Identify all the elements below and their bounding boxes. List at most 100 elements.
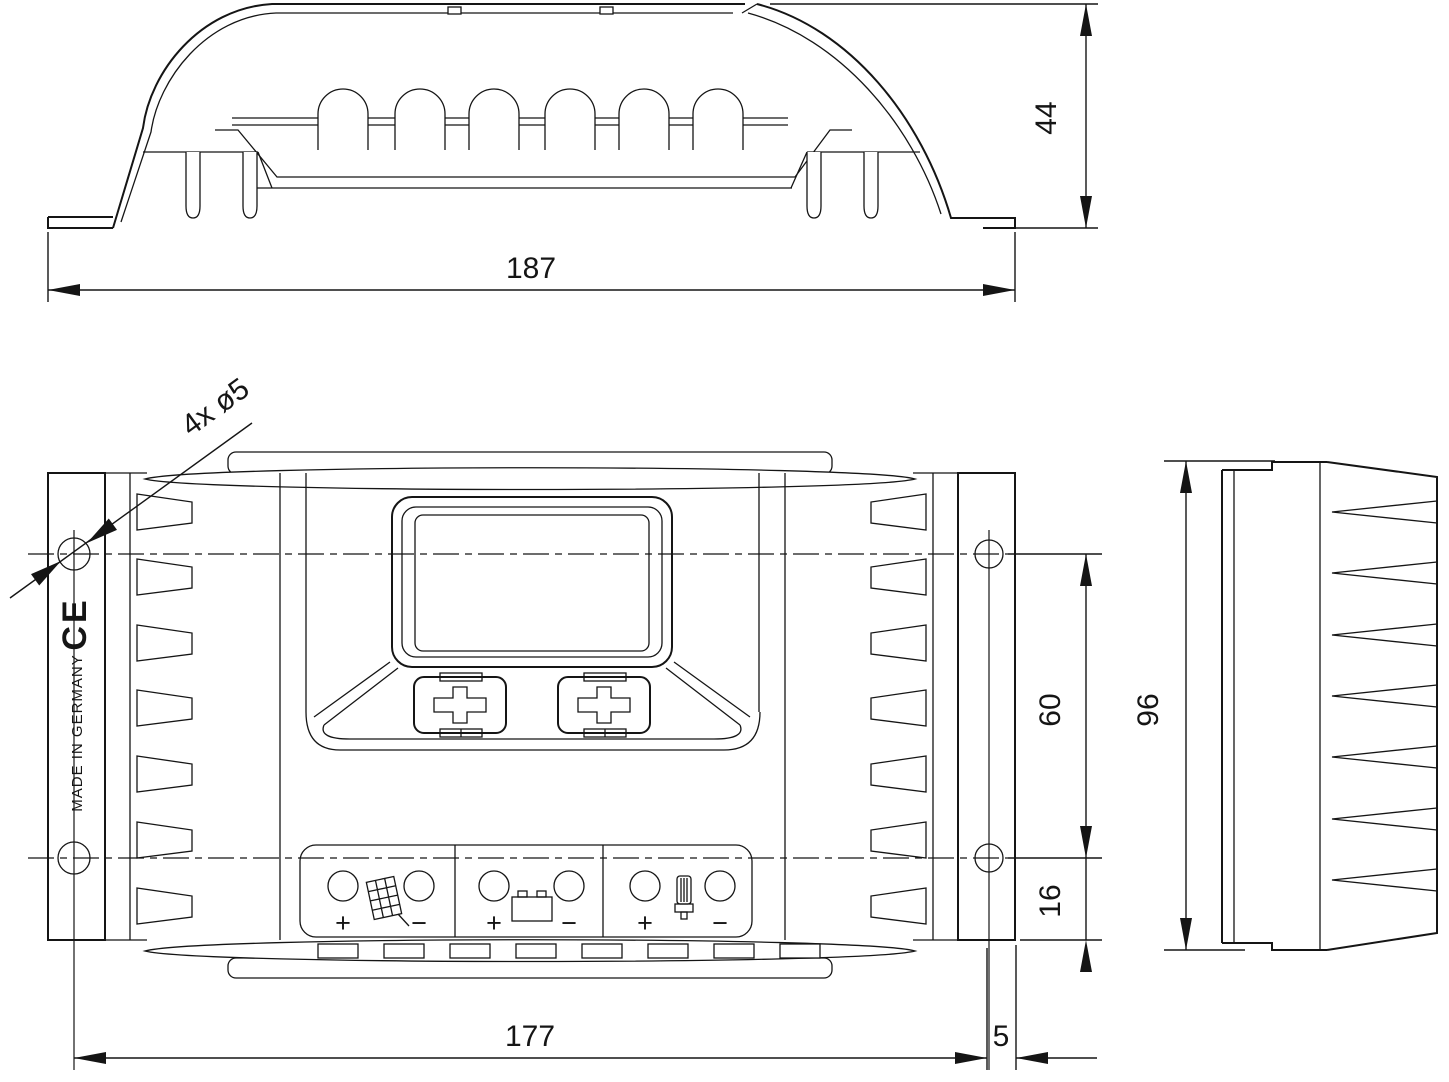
arrowhead	[955, 1052, 987, 1064]
rib-column-right	[870, 493, 927, 925]
dim-187-lines	[47, 232, 1016, 302]
fin	[1331, 623, 1438, 647]
button-body[interactable]	[413, 676, 507, 734]
battery-minus-label: −	[561, 908, 577, 938]
arrowhead	[1080, 554, 1092, 586]
fin	[1331, 500, 1438, 524]
arrowhead	[1080, 4, 1092, 36]
vent-slot	[863, 152, 879, 219]
dome-foot	[317, 943, 359, 959]
dome-foot	[647, 943, 689, 959]
arrowhead	[48, 284, 80, 296]
plus-key-icon	[577, 686, 631, 724]
left-foot	[47, 216, 113, 229]
fin	[1331, 868, 1438, 892]
button-tab-top	[583, 672, 627, 682]
hole-callout-label: 4x ø5	[175, 372, 255, 443]
vent-slot	[242, 152, 258, 219]
outline-left-outer	[112, 3, 745, 229]
arrowhead	[983, 284, 1015, 296]
terminal-section-dividers	[454, 845, 604, 937]
side-plate-inner-lines	[1233, 462, 1321, 950]
rib	[136, 689, 193, 727]
ce-mark: CE	[56, 597, 94, 650]
dim-177-5: 177 5	[74, 945, 1097, 1070]
rib	[136, 558, 193, 596]
dome-foot	[581, 943, 623, 959]
panel-edges	[305, 473, 760, 712]
arrowhead	[1180, 461, 1192, 493]
fin	[1331, 684, 1438, 708]
arrowhead	[74, 1052, 106, 1064]
cover-end-tick	[741, 3, 758, 14]
terminal-dome	[544, 88, 596, 150]
display-screen	[414, 514, 650, 652]
rib	[870, 558, 927, 596]
arrowhead	[1080, 940, 1092, 972]
front-view: + − + − + −	[47, 451, 1016, 979]
arrowhead	[1080, 196, 1092, 228]
dim-44: 44	[770, 3, 1098, 229]
dome-foot	[713, 943, 755, 959]
button-tab-top	[439, 672, 483, 682]
tray-inner-edge	[322, 724, 742, 740]
top-band	[142, 467, 918, 491]
battery-plus-label: +	[486, 908, 502, 938]
arrowhead	[1080, 826, 1092, 858]
rib	[136, 624, 193, 662]
dome-foot	[449, 943, 491, 959]
terminal-dome	[618, 88, 670, 150]
dim-96-lines	[1164, 460, 1275, 951]
centerlines	[28, 530, 1008, 1070]
solar-panel-icon	[365, 875, 410, 927]
dim-177-label: 177	[505, 1020, 555, 1053]
terminal-dome	[317, 88, 369, 150]
terminal-hole	[704, 870, 736, 902]
display-bezel-inner	[401, 506, 663, 658]
arrowhead	[1180, 918, 1192, 950]
dim-60-16: 60 16	[1008, 553, 1102, 972]
rib	[870, 887, 927, 925]
rib	[136, 493, 193, 531]
fin-block-outline	[1326, 461, 1438, 951]
fin	[1331, 807, 1438, 831]
dome-foot	[515, 943, 557, 959]
terminal-dome	[468, 88, 520, 150]
dim-187-label: 187	[506, 252, 556, 285]
display-bezel-outer	[391, 496, 673, 668]
side-fins	[1331, 500, 1438, 892]
dim-5-label: 5	[993, 1020, 1010, 1053]
terminal-hole	[403, 870, 435, 902]
dim-44-label: 44	[1030, 101, 1063, 134]
rib	[870, 689, 927, 727]
body-edges	[129, 473, 934, 940]
arrowhead	[1016, 1052, 1048, 1064]
dim-44-lines	[770, 3, 1098, 229]
dim-16-label: 16	[1034, 884, 1067, 917]
rib	[136, 887, 193, 925]
vent-slot	[806, 152, 822, 219]
terminal-hole	[629, 870, 661, 902]
solar-minus-label: −	[411, 908, 427, 938]
button-right[interactable]	[557, 672, 651, 738]
load-plus-label: +	[637, 908, 653, 938]
button-body[interactable]	[557, 676, 651, 734]
rib	[136, 821, 193, 859]
dome-foot	[383, 943, 425, 959]
terminal-hole	[478, 870, 510, 902]
load-minus-label: −	[712, 908, 728, 938]
dim-177-5-lines	[74, 945, 1097, 1070]
right-mounting-flange	[957, 472, 1016, 941]
terminal-hole	[327, 870, 359, 902]
rib	[870, 493, 927, 531]
dome-foot	[779, 943, 821, 959]
button-left[interactable]	[413, 672, 507, 738]
battery-icon	[511, 890, 553, 922]
side-plate-outline	[1221, 461, 1327, 951]
seam-notch	[447, 6, 462, 15]
terminal-dome	[692, 88, 744, 150]
plus-key-icon	[433, 686, 487, 724]
top-view	[47, 3, 1016, 229]
